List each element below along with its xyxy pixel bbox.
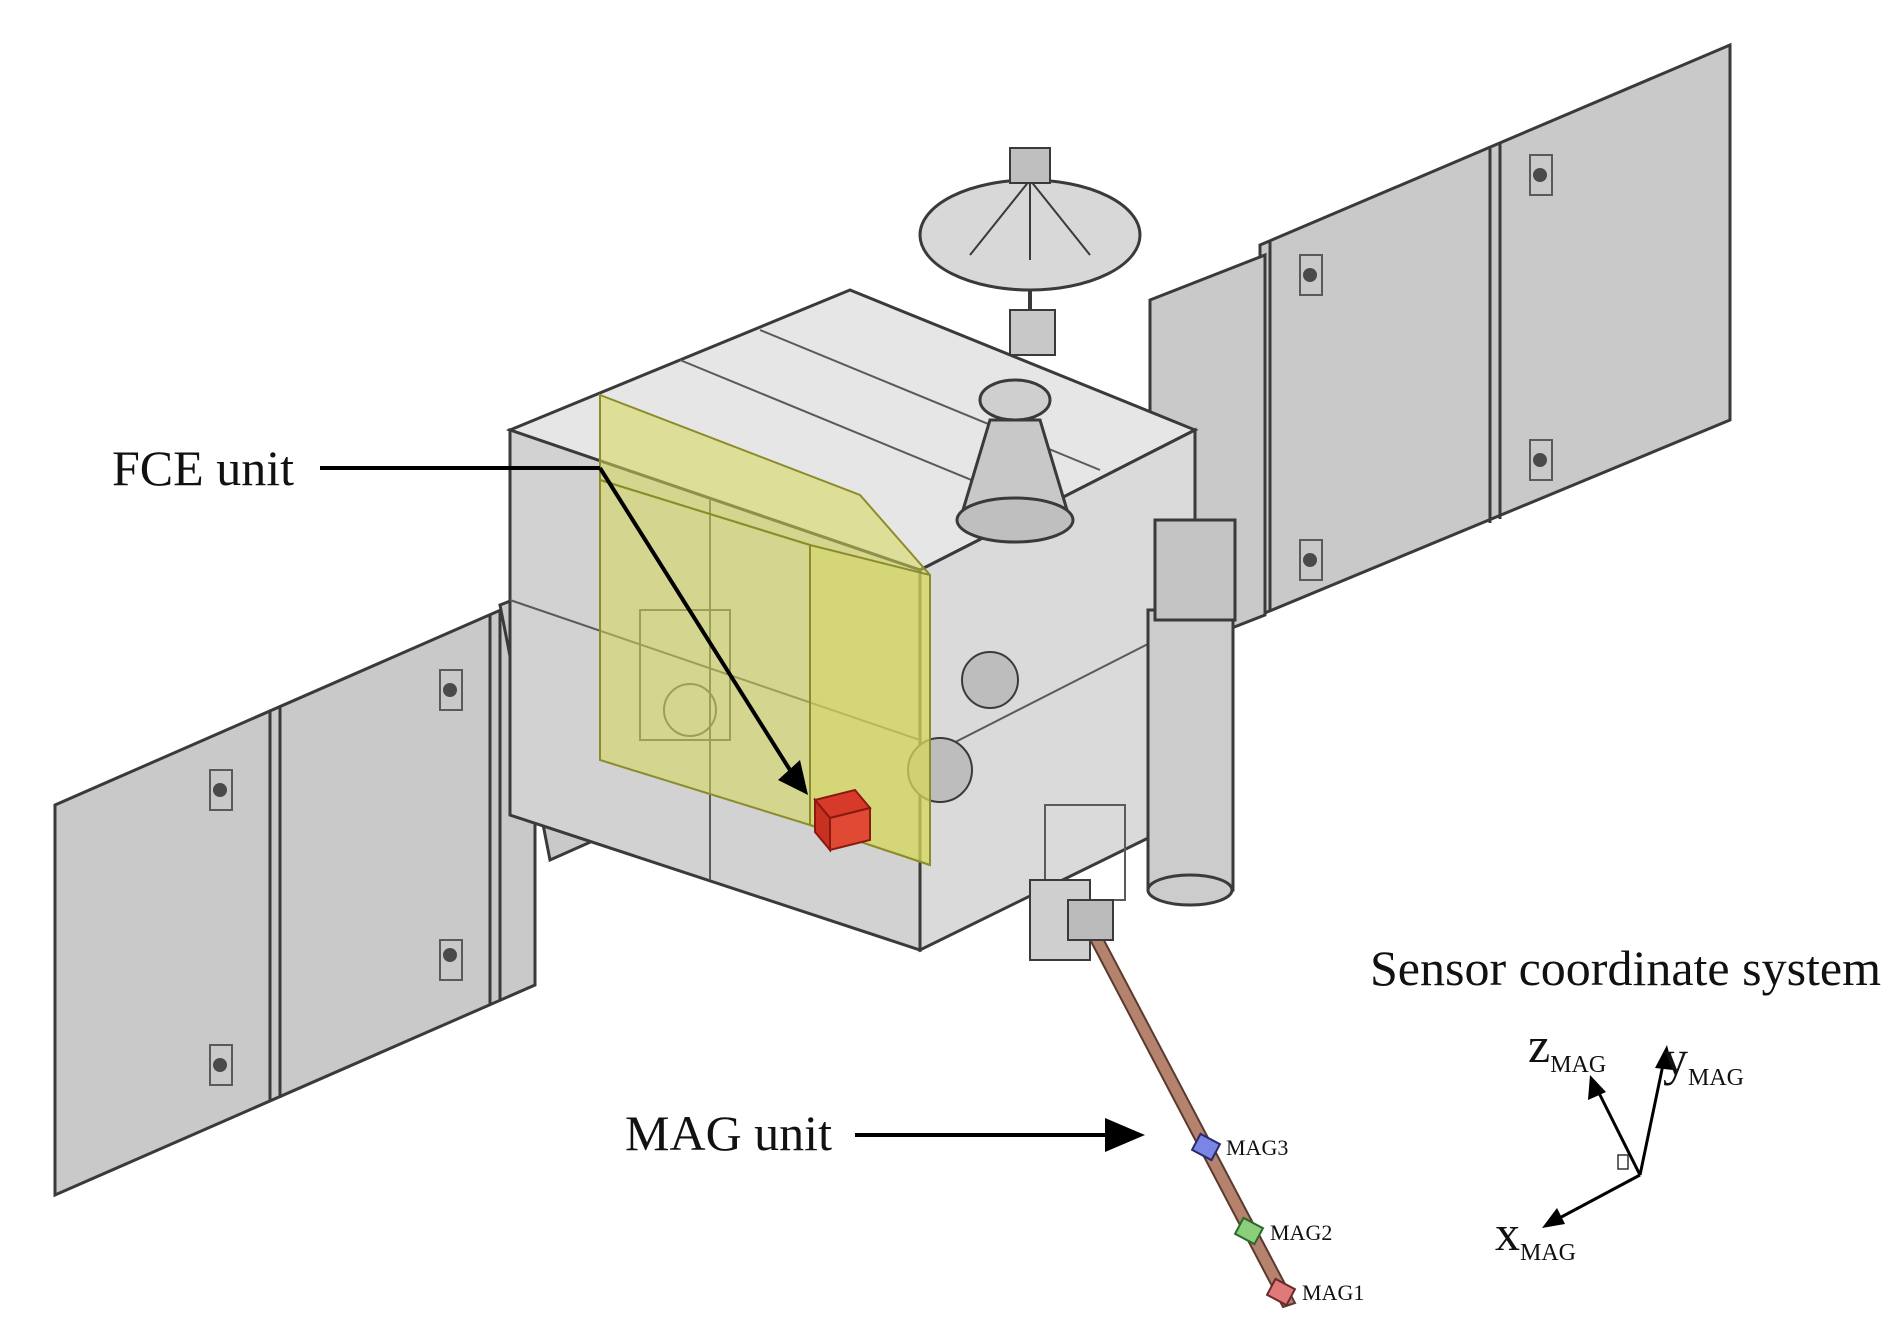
right-solar-panel (1258, 42, 1732, 618)
origin-marker (1617, 1154, 1629, 1170)
z-axis (1593, 1084, 1642, 1176)
fce-highlight-region (599, 393, 931, 867)
z-axis-label: zMAG (1528, 1017, 1606, 1078)
mag2-sensor (1233, 1216, 1265, 1246)
mag1-label: MAG1 (1302, 1280, 1364, 1305)
mag2-label: MAG2 (1270, 1220, 1332, 1245)
y-axis (1638, 1054, 1667, 1176)
mag-arrowhead (1105, 1118, 1145, 1152)
mag-boom (1067, 899, 1297, 1309)
mag-unit-label: MAG unit (625, 1105, 832, 1161)
fce-side-slab (809, 543, 931, 867)
boom-arm (1083, 925, 1297, 1309)
mag3-sensor (1190, 1132, 1222, 1162)
fce-arrowhead (778, 760, 808, 795)
side-tank (1146, 608, 1235, 892)
sensor-coordinate-system-label: Sensor coordinate system (1370, 940, 1881, 996)
mag1-sensor (1265, 1277, 1297, 1307)
coordinate-axes (1542, 1045, 1673, 1228)
high-gain-antenna (918, 147, 1142, 356)
right-solar-array (1148, 42, 1732, 663)
fce-box (813, 788, 872, 853)
mag-pointer (855, 1118, 1145, 1152)
x-axis (1551, 1173, 1641, 1224)
y-axis-label: yMAG (1663, 1030, 1744, 1091)
mag3-label: MAG3 (1226, 1135, 1288, 1160)
left-solar-panel (53, 592, 537, 1198)
fce-pointer (320, 466, 808, 795)
fce-unit-label: FCE unit (112, 440, 294, 496)
x-axis-label: xMAG (1495, 1205, 1576, 1266)
